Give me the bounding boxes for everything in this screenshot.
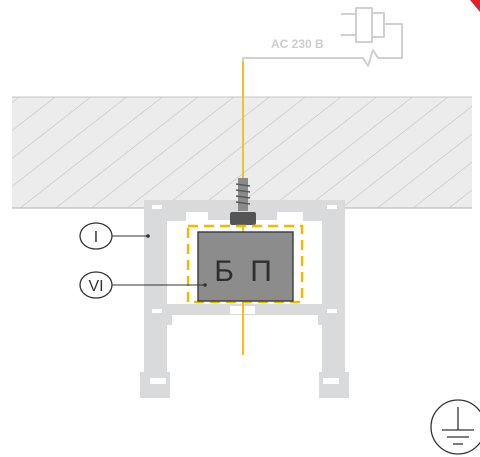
driver-mounting-zone <box>186 224 304 304</box>
power-plug-icon <box>242 7 403 178</box>
callout-driver-label: VI <box>88 278 103 295</box>
callout-profile-label: I <box>94 229 98 246</box>
callout-driver <box>79 271 207 299</box>
corner-mark <box>470 0 480 12</box>
power-driver-box <box>197 231 294 302</box>
callout-profile <box>79 222 150 250</box>
ground-symbol-icon <box>430 399 480 455</box>
power-label: AC 230 B <box>271 37 324 51</box>
power-driver-label: Б П <box>214 255 276 288</box>
screw-icon <box>230 178 256 225</box>
